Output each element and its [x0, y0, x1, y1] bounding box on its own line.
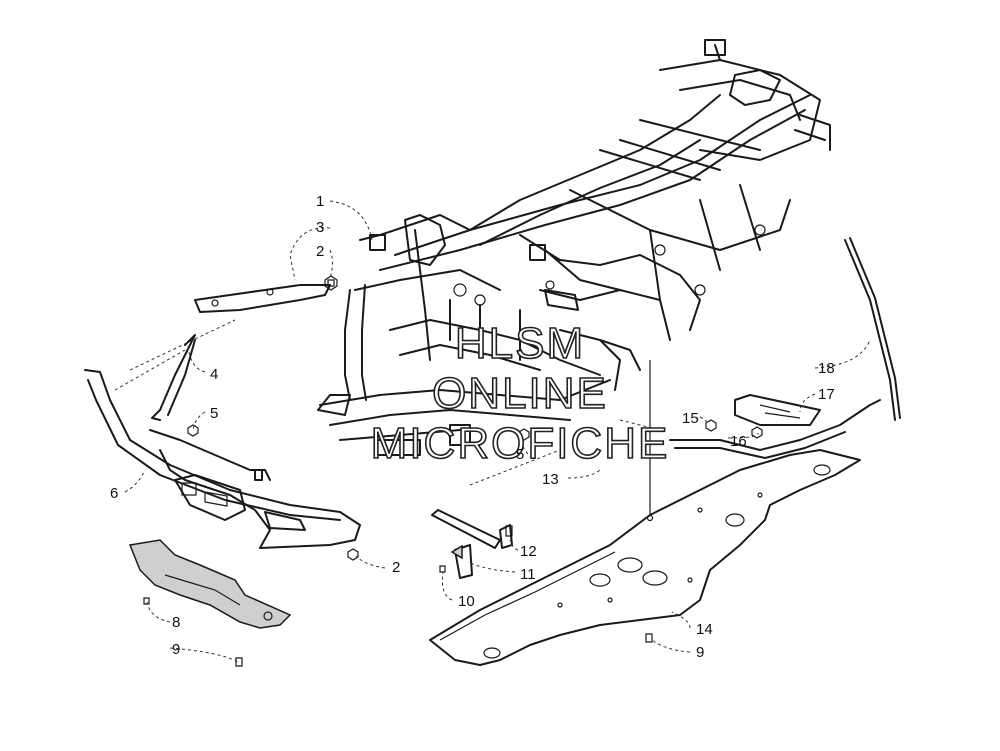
callout-9: 9 — [696, 644, 704, 661]
callout-6: 6 — [110, 485, 118, 502]
callout-17: 17 — [818, 386, 835, 403]
watermark-line-2: ONLINE — [432, 369, 608, 418]
leader-lines — [114, 200, 871, 663]
callout-4: 4 — [210, 366, 218, 383]
main-frame — [317, 39, 831, 456]
callout-5: 5 — [210, 405, 218, 422]
callout-18: 18 — [818, 360, 835, 377]
callout-11: 11 — [520, 566, 536, 583]
callout-8: 8 — [172, 614, 180, 631]
callout-1: 1 — [316, 193, 324, 210]
fasteners — [143, 275, 763, 667]
rear-bar-part-17 — [669, 394, 881, 459]
brace-part-4 — [151, 334, 196, 421]
rod-part-18 — [844, 237, 901, 421]
front-bumper-part-6 — [84, 369, 361, 549]
watermark-line-3: MICROFICHE — [371, 419, 670, 468]
callout-labels: 1 3 2 4 5 6 2 8 9 5 13 12 11 10 15 16 17… — [110, 193, 835, 661]
callout-9: 9 — [172, 641, 180, 658]
callout-16: 16 — [730, 433, 747, 450]
callout-15: 15 — [682, 410, 699, 427]
watermark: HLSM ONLINE MICROFICHE — [370, 318, 670, 469]
callout-10: 10 — [458, 593, 475, 610]
callout-14: 14 — [696, 621, 713, 638]
callout-3: 3 — [316, 219, 324, 236]
front-skid-plate-part-8 — [128, 539, 292, 629]
callout-5: 5 — [516, 446, 524, 463]
callout-2: 2 — [316, 243, 324, 260]
watermark-line-1: HLSM — [455, 319, 585, 368]
bracket-part-11 — [431, 509, 513, 579]
main-skid-plate-part-14 — [429, 449, 861, 666]
callout-12: 12 — [520, 543, 537, 560]
callout-2: 2 — [392, 559, 400, 576]
callout-13: 13 — [542, 471, 559, 488]
front-bracket-part-3 — [194, 279, 335, 313]
